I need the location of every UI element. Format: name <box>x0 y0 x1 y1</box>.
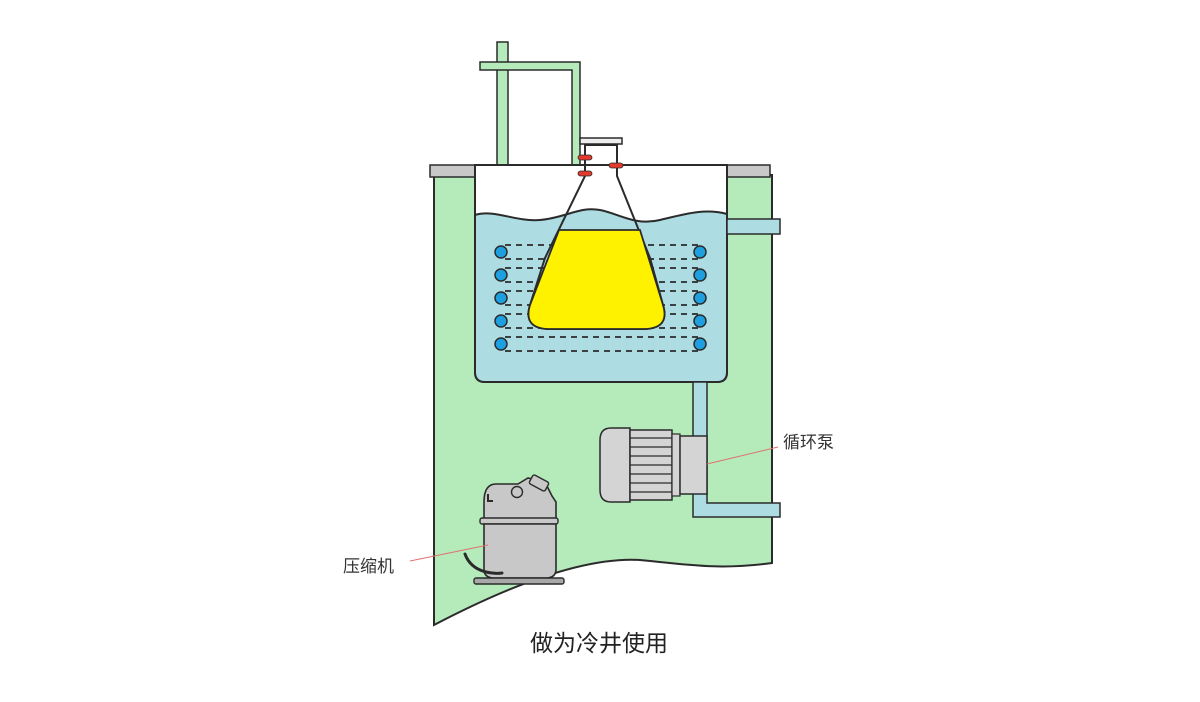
diagram-caption: 做为冷井使用 <box>0 624 1200 658</box>
return-pipe <box>692 381 781 518</box>
compressor <box>463 474 565 585</box>
pump-label: 循环泵 <box>783 433 834 453</box>
compressor-label: 压缩机 <box>343 557 394 577</box>
stopper-clip <box>608 162 624 169</box>
rim-right <box>726 164 771 178</box>
flask-liquid <box>527 229 666 330</box>
erlenmeyer-flask <box>527 137 666 330</box>
pump-leader-line <box>706 446 779 465</box>
caption-text: 做为冷井使用 <box>530 631 668 657</box>
flask-lip <box>579 137 623 145</box>
stopper-clip <box>577 154 593 161</box>
vent-tube <box>479 41 581 168</box>
circulation-pump <box>599 427 708 503</box>
stopper-clip <box>577 170 593 177</box>
rim-left <box>429 164 476 178</box>
coil-ends <box>494 245 707 351</box>
overflow-pipe <box>726 218 781 235</box>
compressor-leader-line <box>409 544 489 562</box>
